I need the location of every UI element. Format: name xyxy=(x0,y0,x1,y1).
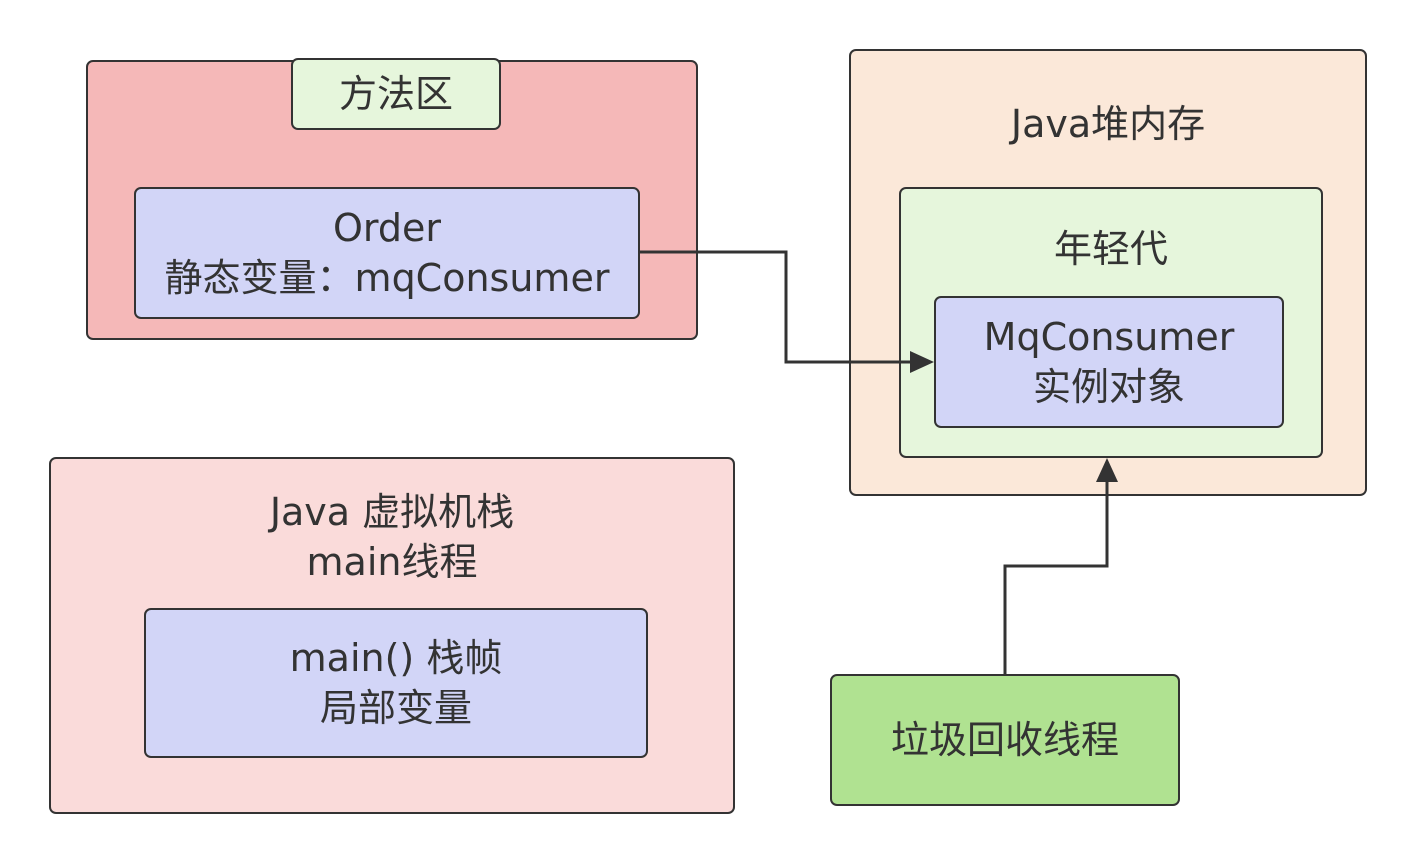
gc-thread-node: 垃圾回收线程 xyxy=(830,674,1180,806)
gc-thread-label: 垃圾回收线程 xyxy=(890,718,1119,762)
main-stack-frame-node: main() 栈帧 局部变量 xyxy=(144,608,648,758)
mqconsumer-instance-node: MqConsumer 实例对象 xyxy=(934,296,1284,428)
arrowhead-mqconsumer xyxy=(910,351,934,373)
order-class-name: Order xyxy=(333,206,441,250)
order-static-field: 静态变量：mqConsumer xyxy=(164,256,610,300)
order-node: Order 静态变量：mqConsumer xyxy=(134,187,640,319)
main-frame-label: main() 栈帧 xyxy=(289,636,503,680)
method-area-tab: 方法区 xyxy=(291,58,501,130)
java-vm-stack-title: Java 虚拟机栈 xyxy=(269,490,515,534)
method-area-label: 方法区 xyxy=(338,72,453,116)
edge-gc-to-young-generation xyxy=(1003,480,1109,674)
mqconsumer-class-name: MqConsumer xyxy=(983,315,1235,359)
young-generation-title: 年轻代 xyxy=(1053,227,1168,271)
arrowhead-young-generation xyxy=(1096,458,1118,482)
edge-order-to-mqconsumer xyxy=(640,250,912,364)
java-heap-title: Java堆内存 xyxy=(1010,102,1206,146)
local-variables-label: 局部变量 xyxy=(319,686,472,730)
main-thread-title: main线程 xyxy=(306,540,478,584)
mqconsumer-instance-label: 实例对象 xyxy=(1032,365,1185,409)
